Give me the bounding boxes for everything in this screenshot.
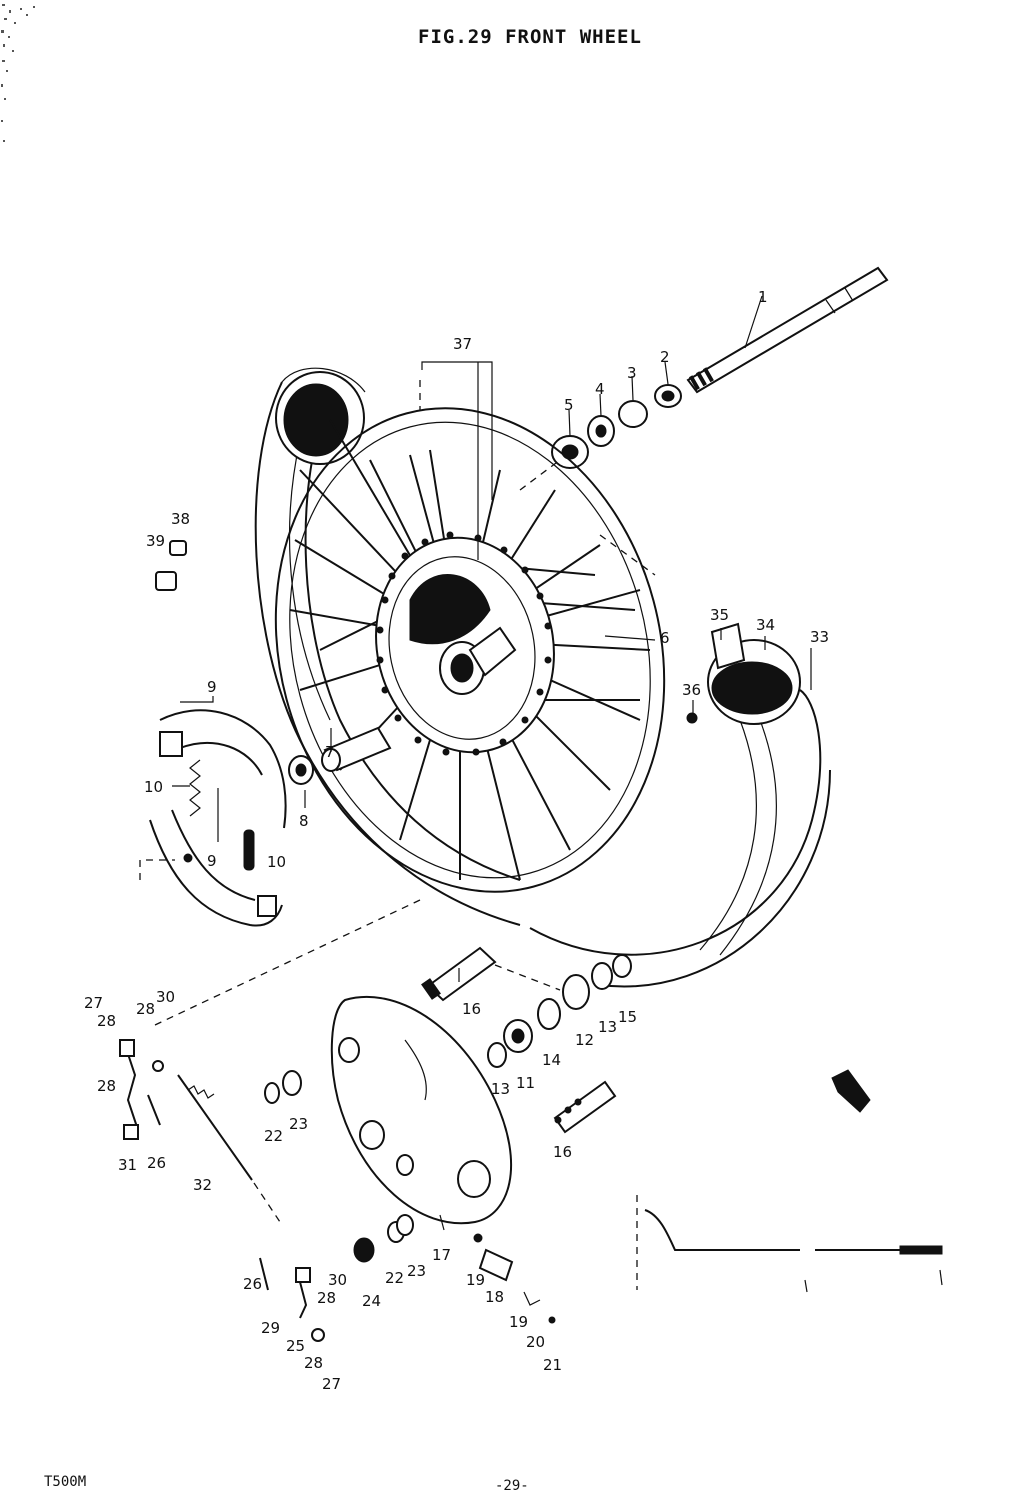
callout-32: 32 (193, 1176, 212, 1194)
callout-18: 18 (485, 1288, 504, 1306)
callout-1: 1 (758, 288, 768, 306)
callout-27-left: 27 (84, 994, 103, 1012)
callout-38: 38 (171, 510, 190, 528)
rim (274, 407, 666, 893)
callout-24: 24 (362, 1292, 381, 1310)
callout-21: 21 (543, 1356, 562, 1374)
assembly-dashed-lines (139, 380, 656, 1026)
callout-2: 2 (660, 348, 670, 366)
callout-26-bottom: 26 (243, 1275, 262, 1293)
direction-arrow (831, 1069, 871, 1113)
callout-23-left: 23 (289, 1115, 308, 1133)
callout-31: 31 (118, 1156, 137, 1174)
callout-35: 35 (710, 606, 729, 624)
callout-17: 17 (432, 1246, 451, 1264)
callout-7: 7 (325, 743, 335, 761)
callout-27-bottom: 27 (322, 1375, 341, 1393)
callout-25: 25 (286, 1337, 305, 1355)
hub-spacer-and-bearing (288, 726, 392, 785)
callout-23-bottom: 23 (407, 1262, 426, 1280)
scan-noise-corner (1, 4, 35, 142)
callout-26-left: 26 (147, 1154, 166, 1172)
callout-28-d: 28 (317, 1289, 336, 1307)
brake-cams (421, 946, 617, 1134)
brake-panel (330, 995, 513, 1225)
callout-6: 6 (660, 629, 670, 647)
callout-9-bottom: 9 (207, 852, 217, 870)
callout-33: 33 (810, 628, 829, 646)
hub (375, 531, 555, 756)
callout-37: 37 (453, 335, 472, 353)
callout-13-right: 13 (598, 1018, 617, 1036)
callout-19-right: 19 (509, 1313, 528, 1331)
callout-10-right: 10 (267, 853, 286, 871)
callout-22-bottom: 22 (385, 1269, 404, 1287)
callout-12: 12 (575, 1031, 594, 1049)
speedometer-cable (636, 1195, 943, 1293)
page-number: -29- (495, 1478, 529, 1494)
callout-36: 36 (682, 681, 701, 699)
callout-3: 3 (627, 364, 637, 382)
callout-4: 4 (595, 380, 605, 398)
callout-30-left: 30 (156, 988, 175, 1006)
axle (686, 266, 889, 394)
callout-20: 20 (526, 1333, 545, 1351)
callout-8: 8 (299, 812, 309, 830)
callout-39: 39 (146, 532, 165, 550)
callout-16-bottom: 16 (553, 1143, 572, 1161)
callout-14: 14 (542, 1051, 561, 1069)
callout-29: 29 (261, 1319, 280, 1337)
model-code: T500M (44, 1474, 87, 1490)
brake-shoes (149, 709, 287, 927)
left-washers (264, 1070, 302, 1104)
callout-11: 11 (516, 1074, 535, 1092)
left-brake-lever (119, 1039, 281, 1223)
callout-34: 34 (756, 616, 775, 634)
callout-10-left: 10 (144, 778, 163, 796)
valve-cap-and-nut (155, 540, 187, 591)
callout-9-top: 9 (207, 678, 217, 696)
callout-16-top: 16 (462, 1000, 481, 1018)
callout-13-left: 13 (491, 1080, 510, 1098)
axle-spacers (551, 384, 682, 469)
callout-22-left: 22 (264, 1127, 283, 1145)
leader-lines (172, 295, 812, 1231)
callout-28-c: 28 (97, 1077, 116, 1095)
tire-right (529, 622, 831, 988)
callout-28-b: 28 (136, 1000, 155, 1018)
callout-15: 15 (618, 1008, 637, 1026)
callout-19-left: 19 (466, 1271, 485, 1289)
callout-28-e: 28 (304, 1354, 323, 1372)
callout-labels: 1 2 3 4 5 6 7 8 9 9 10 10 11 12 13 13 14… (84, 288, 829, 1393)
callout-5: 5 (564, 396, 574, 414)
bottom-brake-lever (259, 1214, 556, 1342)
figure-title: FIG.29 FRONT WHEEL (418, 26, 642, 48)
callout-28-a: 28 (97, 1012, 116, 1030)
right-bearing-stack (487, 954, 632, 1068)
callout-30-bottom: 30 (328, 1271, 347, 1289)
